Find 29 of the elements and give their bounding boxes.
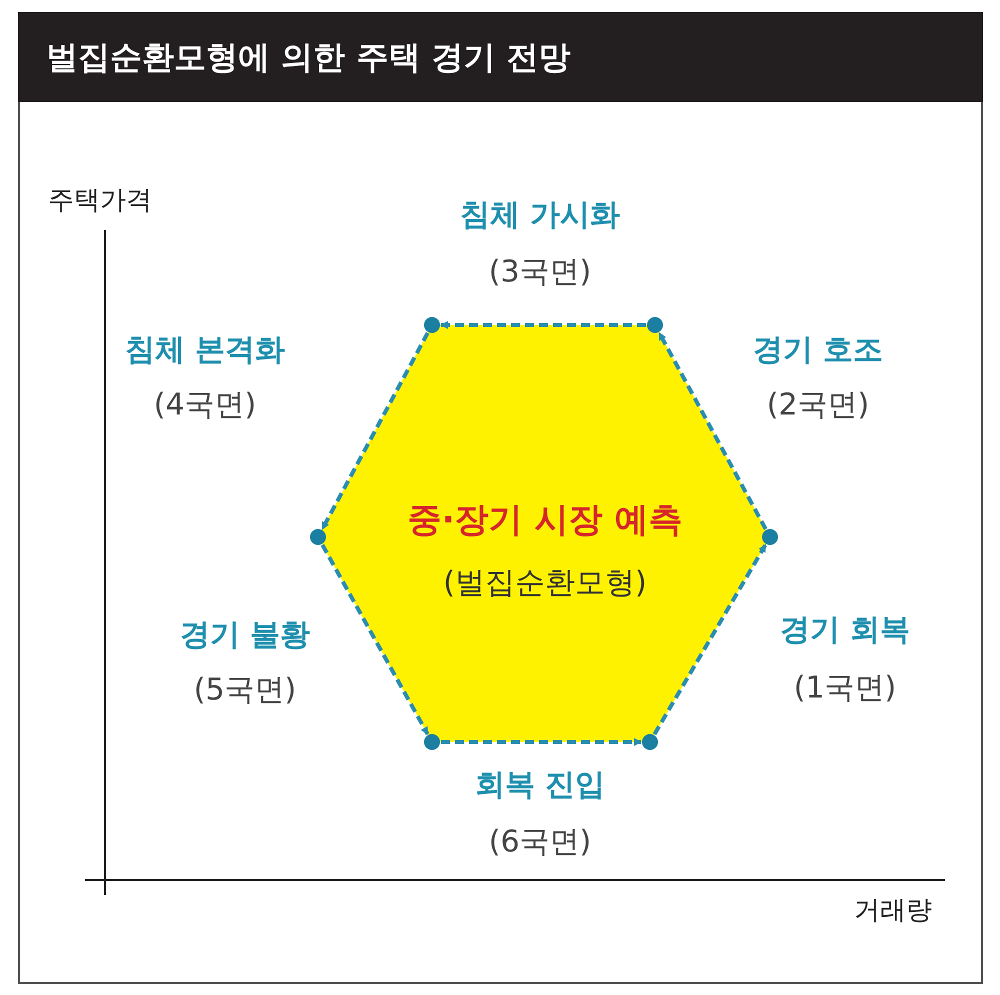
phase-name: 경기 호조 (752, 332, 884, 370)
phase-number: (2국면) (766, 386, 870, 424)
phase-name: 회복 진입 (474, 766, 606, 804)
arrow (440, 321, 646, 329)
axis-label: 거래량 (854, 894, 932, 928)
phase-name: 경기 불황 (180, 616, 310, 654)
arrow (658, 332, 768, 530)
phase-name: 침체 본격화 (124, 332, 286, 370)
vertex-dot (647, 317, 663, 333)
phase-number: (3국면) (488, 254, 592, 292)
axis-label: 주택가격 (48, 184, 152, 218)
phase-number: (6국면) (488, 824, 592, 862)
arrow (441, 738, 642, 746)
phase-number: (5국면) (194, 672, 296, 710)
vertex-dot (310, 529, 326, 545)
vertex-dot (642, 734, 658, 750)
vertex-dot (762, 529, 778, 545)
center-title: 중·장기 시장 예측 (408, 499, 682, 542)
phase-number: (4국면) (154, 386, 256, 424)
arrow (320, 544, 430, 736)
arrow (652, 544, 768, 736)
vertex-dot (424, 734, 440, 750)
phase-name: 침체 가시화 (460, 196, 620, 234)
center-subtitle: (벌집순환모형) (443, 564, 647, 602)
phase-number: (1국면) (794, 670, 896, 708)
title-bar: 벌집순환모형에 의한 주택 경기 전망 (18, 12, 983, 102)
vertex-dot (424, 317, 440, 333)
arrow (320, 332, 430, 530)
phase-name: 경기 회복 (780, 612, 910, 650)
